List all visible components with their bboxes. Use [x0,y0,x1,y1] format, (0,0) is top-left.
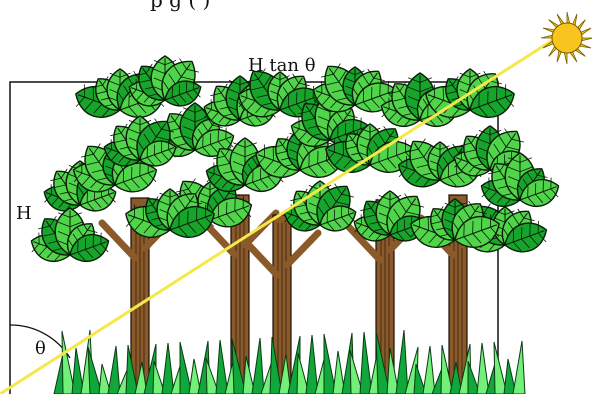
grass-blade [396,330,408,394]
sun-ray [557,14,564,24]
sun-ray [581,28,591,35]
grass-blade [162,343,174,394]
sun-ray [543,28,554,32]
height-label: H [16,203,32,224]
grass-blade [216,340,228,394]
grass-blade [306,335,318,394]
sun-disc [552,23,582,53]
sun-icon [541,12,592,64]
leaf-cluster [27,208,113,267]
grass-blade [360,332,372,394]
sun-ray [567,12,570,23]
grass-blade [108,346,120,394]
sun-ray [557,51,561,62]
caption-fragment: p g ( ) [150,0,210,12]
grass-blade [423,346,435,394]
sun-ray [541,35,552,38]
tree-branch [245,213,276,245]
tree-branch [287,233,318,265]
tree-icon [244,215,318,394]
grass-blade [252,338,264,394]
sun-ray [573,14,577,25]
tree-group [27,53,563,394]
grass-blade [513,341,525,394]
angle-label: θ [35,338,46,359]
grass-blade [477,343,489,394]
sun-ray [564,53,567,64]
width-label: H tan θ [248,55,316,76]
sun-ray [582,38,592,41]
sun-ray [570,52,577,62]
sun-ray [580,44,591,48]
